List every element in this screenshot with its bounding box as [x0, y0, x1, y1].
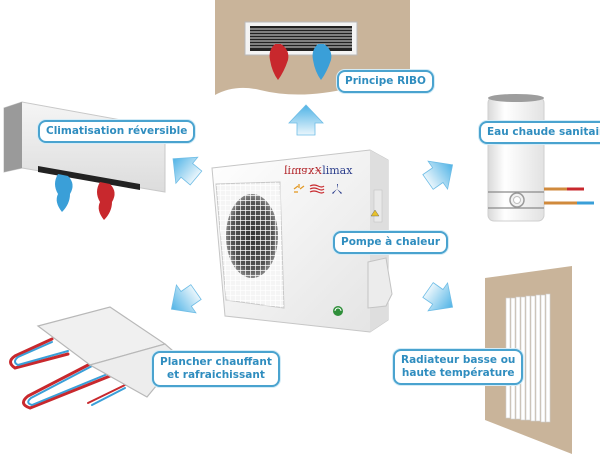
label-line: Climatisation réversible [46, 125, 188, 137]
label-eau-chaude-sanitaire[interactable]: Eau chaude sanitaire [479, 121, 600, 144]
label-line: Pompe à chaleur [341, 236, 441, 248]
label-line: Radiateur basse ou [401, 354, 516, 366]
cold-air-icon [312, 44, 332, 80]
arrow-up [288, 104, 324, 136]
brand-text: limax [322, 164, 353, 177]
label-line: haute température [401, 367, 515, 379]
label-line: Principe RIBO [345, 75, 426, 87]
label-line: Eau chaude sanitaire [487, 126, 600, 138]
fan-blades-icon [332, 184, 342, 194]
brand-mirrored: xɐmil [284, 164, 315, 177]
arrow-up-left [172, 156, 203, 186]
warning-icon [370, 209, 380, 217]
label-plancher-chauffant[interactable]: Plancher chauffant et rafraichissant [152, 351, 280, 387]
sun-icon [293, 184, 305, 193]
water-heater-illustration [487, 94, 594, 222]
label-principe-ribo[interactable]: Principe RIBO [337, 70, 434, 93]
arrow-down-left [170, 283, 202, 314]
brand-k-glyph: Ӿ [314, 164, 323, 177]
arrow-up-right [422, 160, 454, 191]
cold-air-icon [55, 174, 73, 212]
brand-logo: xɐmilӾlimax [284, 164, 352, 177]
heat-pump-unit [211, 149, 393, 333]
hot-air-icon [97, 182, 115, 220]
label-climatisation-reversible[interactable]: Climatisation réversible [38, 120, 196, 143]
label-line: Plancher chauffant [160, 356, 272, 368]
vent-grille [250, 26, 352, 51]
arrow-down-right [422, 281, 454, 312]
label-line: et rafraichissant [166, 369, 265, 381]
badge-icons [293, 184, 342, 194]
label-pompe-a-chaleur[interactable]: Pompe à chaleur [333, 231, 449, 254]
label-radiateur[interactable]: Radiateur basse ou haute température [393, 349, 524, 385]
ribo-wall-illustration [215, 0, 410, 95]
waves-icon [309, 184, 325, 194]
hot-air-icon [269, 44, 289, 80]
